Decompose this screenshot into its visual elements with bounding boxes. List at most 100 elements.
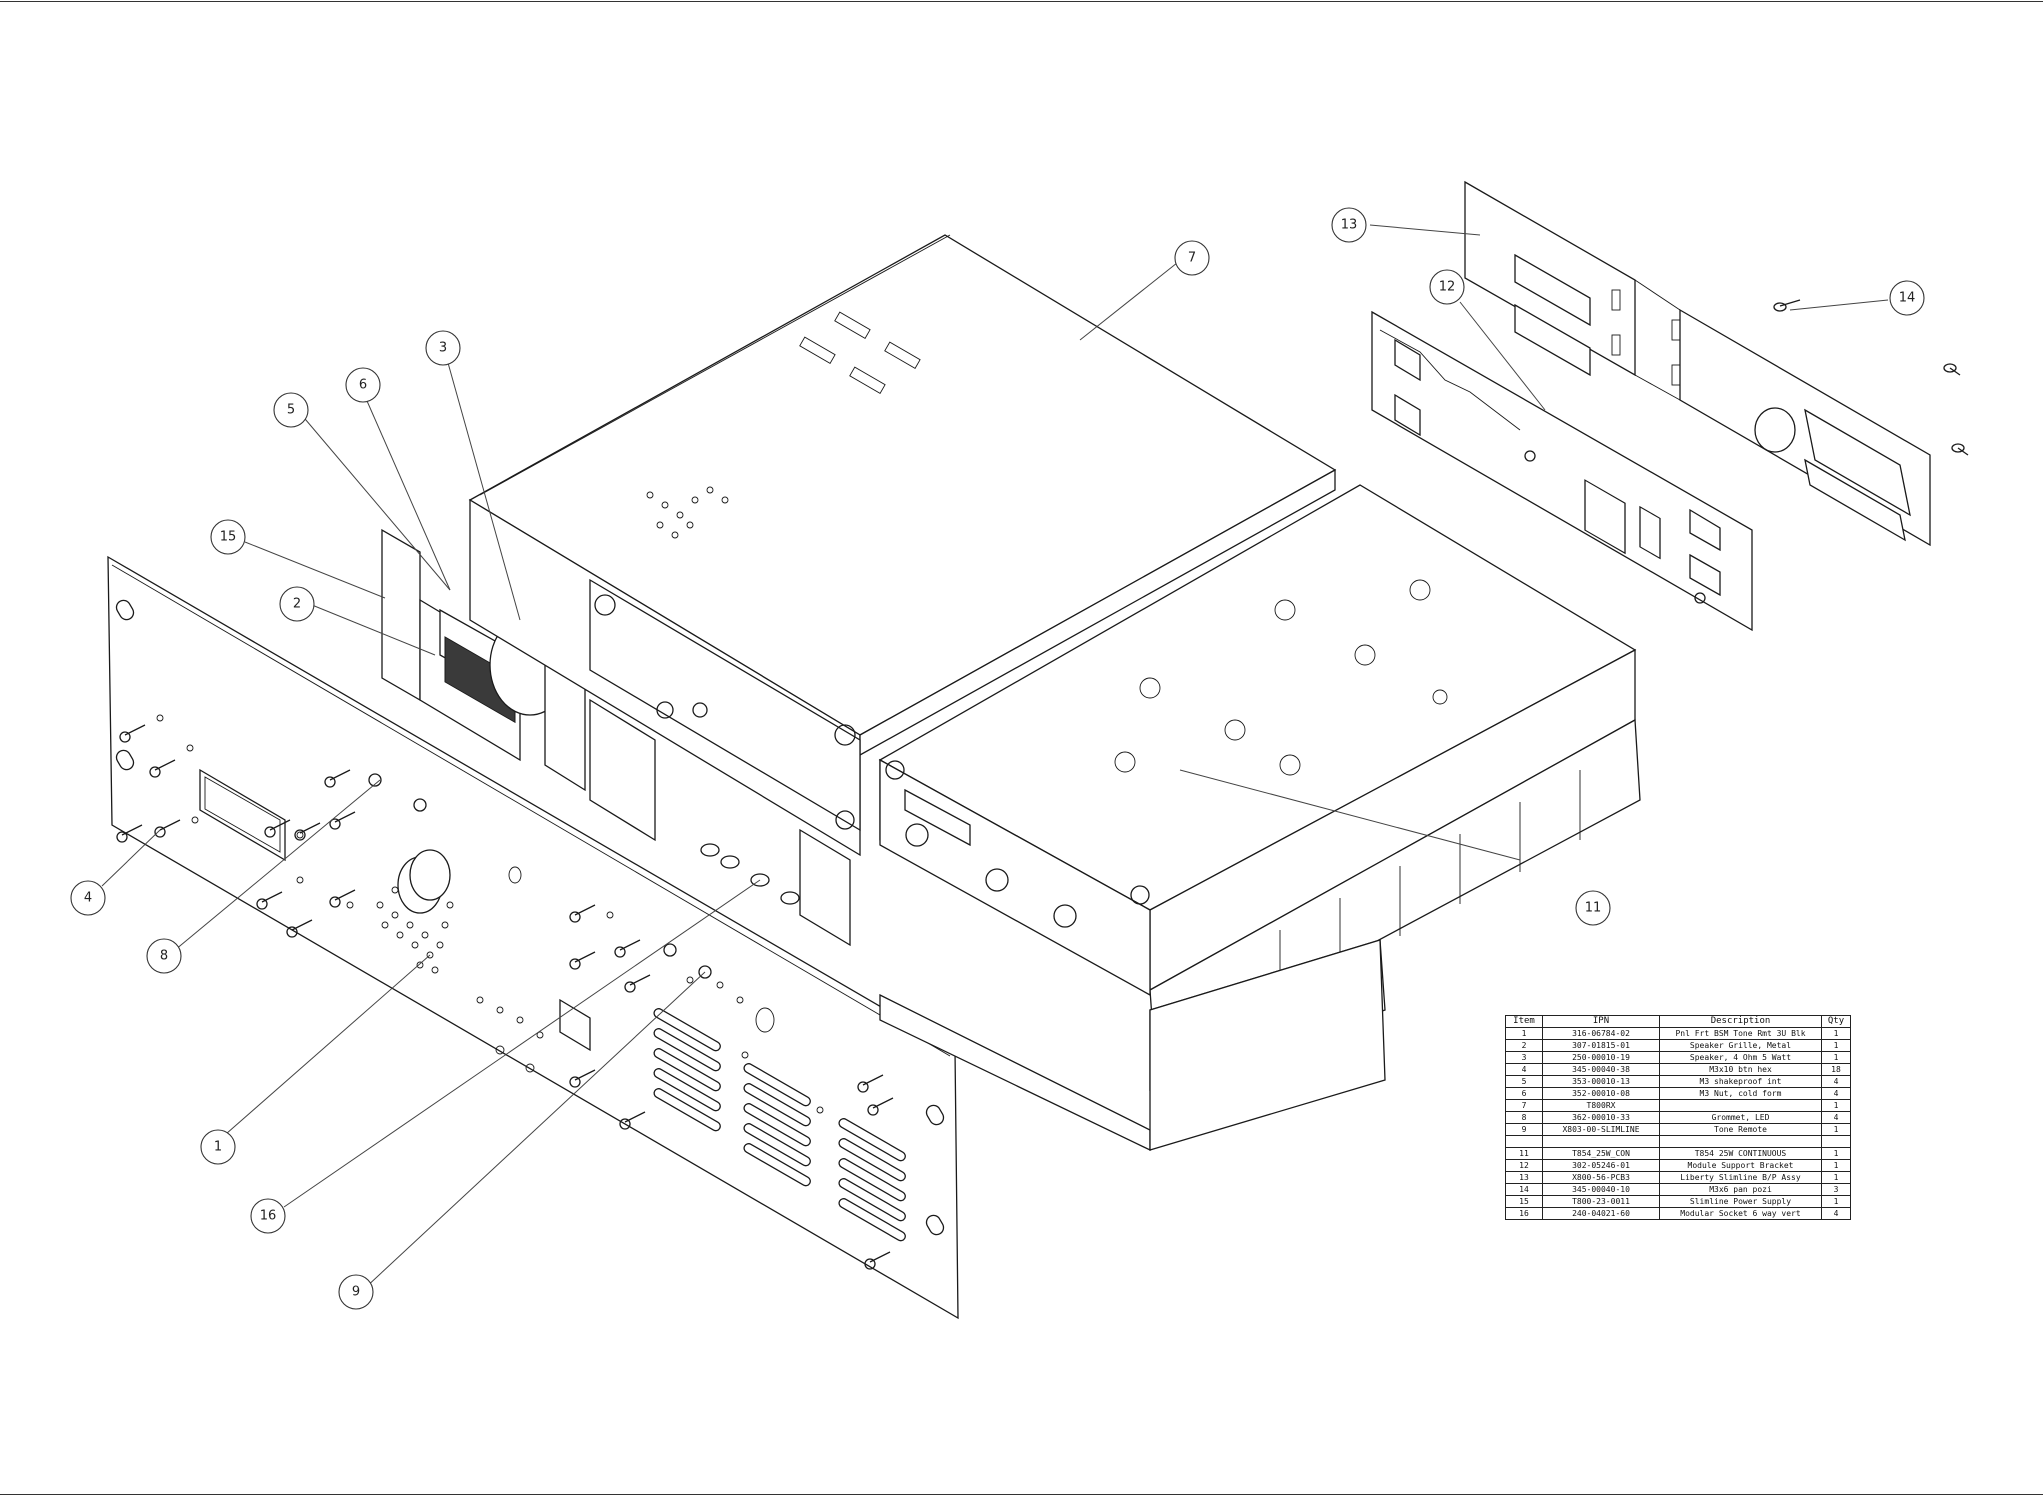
bom-cell-description: Speaker Grille, Metal <box>1659 1039 1822 1052</box>
svg-text:6: 6 <box>359 378 367 393</box>
bom-cell-description <box>1659 1135 1822 1148</box>
bom-cell-qty: 1 <box>1821 1039 1851 1052</box>
bom-cell-qty: 1 <box>1821 1099 1851 1112</box>
bom-cell-item: 6 <box>1505 1087 1543 1100</box>
balloon-11: 11 <box>1575 890 1611 926</box>
bom-cell-item: 15 <box>1505 1195 1543 1208</box>
svg-text:12: 12 <box>1439 280 1456 295</box>
bom-cell-item: 5 <box>1505 1075 1543 1088</box>
bom-cell-item: 12 <box>1505 1159 1543 1172</box>
bom-cell-ipn: 345-00040-10 <box>1542 1183 1660 1196</box>
bom-cell-item: 8 <box>1505 1111 1543 1124</box>
bom-cell-description: Pnl Frt BSM Tone Rmt 3U Blk <box>1659 1027 1822 1040</box>
bom-cell-ipn: 307-01815-01 <box>1542 1039 1660 1052</box>
bom-cell-ipn: T800-23-0011 <box>1542 1195 1660 1208</box>
balloon-16: 16 <box>250 1198 286 1234</box>
bom-cell-description: M3x10 btn hex <box>1659 1063 1822 1076</box>
bom-cell-qty: 4 <box>1821 1207 1851 1220</box>
front-panel <box>107 555 959 1320</box>
bottom-border <box>0 1494 2043 1495</box>
bom-cell-item <box>1505 1135 1543 1148</box>
module-support-bracket <box>1371 310 1753 632</box>
balloon-1: 1 <box>200 1129 236 1165</box>
svg-text:2: 2 <box>293 597 301 612</box>
bom-cell-qty: 1 <box>1821 1147 1851 1160</box>
bom-cell-qty: 1 <box>1821 1159 1851 1172</box>
bom-cell-ipn: X803-00-SLIMLINE <box>1542 1123 1660 1136</box>
bom-cell-qty: 4 <box>1821 1075 1851 1088</box>
bom-cell-ipn <box>1542 1135 1660 1148</box>
svg-text:3: 3 <box>439 341 447 356</box>
bom-cell-qty: 1 <box>1821 1027 1851 1040</box>
svg-text:11: 11 <box>1585 901 1602 916</box>
svg-text:7: 7 <box>1188 251 1196 266</box>
bom-cell-ipn: 316-06784-02 <box>1542 1027 1660 1040</box>
bom-cell-ipn: T800RX <box>1542 1099 1660 1112</box>
bom-cell-description: T854 25W CONTINUOUS <box>1659 1147 1822 1160</box>
bom-cell-item: 3 <box>1505 1051 1543 1064</box>
svg-text:16: 16 <box>260 1209 277 1224</box>
svg-text:9: 9 <box>352 1285 360 1300</box>
bom-cell-qty: 1 <box>1821 1171 1851 1184</box>
balloon-2: 2 <box>279 586 315 622</box>
pa-module <box>878 484 1641 1152</box>
bom-header-ipn: IPN <box>1542 1015 1660 1028</box>
svg-text:5: 5 <box>287 403 295 418</box>
bom-cell-item: 2 <box>1505 1039 1543 1052</box>
bom-cell-ipn: 250-00010-19 <box>1542 1051 1660 1064</box>
bom-cell-description: Tone Remote <box>1659 1123 1822 1136</box>
bom-cell-description: Liberty Slimline B/P Assy <box>1659 1171 1822 1184</box>
bom-cell-description: Slimline Power Supply <box>1659 1195 1822 1208</box>
bom-cell-qty: 1 <box>1821 1051 1851 1064</box>
bom-cell-ipn: 240-04021-60 <box>1542 1207 1660 1220</box>
bom-cell-description: M3 shakeproof int <box>1659 1075 1822 1088</box>
bom-cell-description: Speaker, 4 Ohm 5 Watt <box>1659 1051 1822 1064</box>
balloon-5: 5 <box>273 392 309 428</box>
bom-cell-ipn: 302-05246-01 <box>1542 1159 1660 1172</box>
receiver-module <box>468 234 1337 947</box>
pcb-screws <box>1773 299 1969 456</box>
bom-header-qty: Qty <box>1821 1015 1851 1028</box>
bom-cell-item: 16 <box>1505 1207 1543 1220</box>
leader-lines <box>101 224 1889 1290</box>
backplane-pcb <box>1464 180 1931 547</box>
svg-text:8: 8 <box>160 949 168 964</box>
balloon-4: 4 <box>70 880 106 916</box>
bom-cell-ipn: 353-00010-13 <box>1542 1075 1660 1088</box>
balloon-14: 14 <box>1889 280 1925 316</box>
bom-cell-item: 9 <box>1505 1123 1543 1136</box>
bom-cell-item: 4 <box>1505 1063 1543 1076</box>
bom-cell-ipn: X800-56-PCB3 <box>1542 1171 1660 1184</box>
bom-cell-item: 14 <box>1505 1183 1543 1196</box>
top-border <box>0 1 2043 2</box>
balloon-7: 7 <box>1174 240 1210 276</box>
bom-cell-qty <box>1821 1135 1851 1148</box>
bom-cell-item: 11 <box>1505 1147 1543 1160</box>
bom-cell-item: 13 <box>1505 1171 1543 1184</box>
svg-text:4: 4 <box>84 891 92 906</box>
bom-cell-qty: 1 <box>1821 1123 1851 1136</box>
svg-text:13: 13 <box>1341 218 1358 233</box>
bom-cell-qty: 4 <box>1821 1087 1851 1100</box>
balloon-6: 6 <box>345 367 381 403</box>
bom-cell-ipn: 345-00040-38 <box>1542 1063 1660 1076</box>
bom-header-row: Item IPN Description Qty <box>1505 1015 1851 1028</box>
bom-cell-item: 7 <box>1505 1099 1543 1112</box>
bom-cell-description: Grommet, LED <box>1659 1111 1822 1124</box>
balloon-8: 8 <box>146 938 182 974</box>
panel-screws <box>116 724 894 1270</box>
bom-cell-description <box>1659 1099 1822 1112</box>
bom-cell-ipn: T854_25W_CON <box>1542 1147 1660 1160</box>
bom-cell-qty: 1 <box>1821 1195 1851 1208</box>
bom-cell-description: M3x6 pan pozi <box>1659 1183 1822 1196</box>
bom-header-item: Item <box>1505 1015 1543 1028</box>
bom-cell-description: Modular Socket 6 way vert <box>1659 1207 1822 1220</box>
balloon-12: 12 <box>1429 269 1465 305</box>
